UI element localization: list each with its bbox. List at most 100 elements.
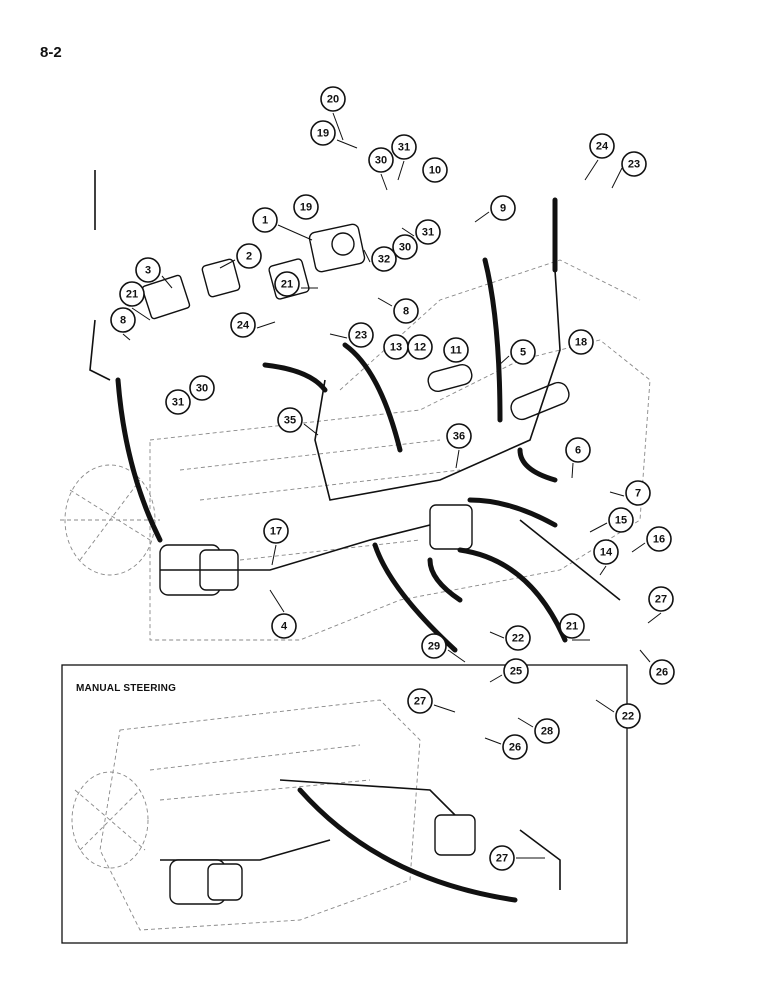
- callout-number: 31: [398, 142, 410, 154]
- callout-number: 23: [355, 330, 367, 342]
- callout-8: 8: [110, 307, 136, 341]
- callout-10: 10: [422, 157, 448, 183]
- callout-number: 20: [327, 94, 339, 106]
- callout-30: 30: [189, 375, 215, 401]
- callout-20: 20: [320, 86, 346, 141]
- callout-21: 21: [559, 613, 590, 641]
- callout-26: 26: [484, 734, 528, 760]
- callout-number: 15: [615, 515, 627, 527]
- callout-22: 22: [489, 625, 531, 651]
- callout-number: 5: [520, 347, 526, 359]
- callout-number: 19: [300, 202, 312, 214]
- callout-19: 19: [310, 120, 358, 149]
- callout-31: 31: [391, 134, 417, 181]
- callout-19: 19: [293, 194, 319, 220]
- callout-number: 31: [172, 397, 184, 409]
- callout-4: 4: [269, 589, 297, 639]
- inset-frame: [61, 664, 628, 944]
- pump-adapter: [141, 274, 191, 320]
- filter: [427, 363, 570, 421]
- callout-number: 19: [317, 128, 329, 140]
- callout-number: 14: [600, 547, 613, 559]
- callout-number: 16: [653, 534, 665, 546]
- callout-number: 8: [403, 306, 409, 318]
- callout-18: 18: [568, 329, 594, 355]
- callout-32: 32: [363, 246, 397, 272]
- callout-number: 13: [390, 342, 402, 354]
- callout-number: 4: [281, 621, 288, 633]
- callout-number: 17: [270, 526, 282, 538]
- callout-24: 24: [584, 133, 615, 181]
- callout-number: 27: [414, 696, 426, 708]
- callout-21: 21: [119, 281, 151, 321]
- callout-21: 21: [274, 271, 318, 297]
- callout-17: 17: [263, 518, 289, 566]
- callout-number: 2: [246, 251, 252, 263]
- inset-reservoir: [434, 814, 476, 856]
- inset-pump: [169, 859, 243, 905]
- callout-14: 14: [593, 539, 619, 576]
- callout-8: 8: [377, 297, 419, 324]
- callout-number: 18: [575, 337, 587, 349]
- callout-number: 7: [635, 488, 641, 500]
- callout-number: 26: [509, 742, 521, 754]
- callout-1: 1: [252, 207, 313, 241]
- callout-number: 21: [566, 621, 578, 633]
- callout-number: 26: [656, 667, 668, 679]
- callout-number: 30: [196, 383, 208, 395]
- callout-2: 2: [219, 243, 262, 269]
- callout-number: 25: [510, 666, 522, 678]
- reservoir: [429, 504, 473, 550]
- callout-number: 3: [145, 265, 151, 277]
- callout-number: 12: [414, 342, 426, 354]
- callout-22: 22: [595, 699, 641, 729]
- page-number: 8-2: [40, 44, 62, 61]
- callout-26: 26: [639, 649, 675, 685]
- callout-16: 16: [631, 526, 672, 553]
- callout-23: 23: [329, 322, 374, 348]
- callout-number: 30: [375, 155, 387, 167]
- callout-11: 11: [443, 337, 469, 363]
- callout-3: 3: [135, 257, 173, 289]
- callout-number: 9: [500, 203, 506, 215]
- callout-number: 21: [281, 279, 293, 291]
- callout-35: 35: [277, 407, 319, 436]
- callout-30: 30: [368, 147, 394, 191]
- callout-number: 22: [512, 633, 524, 645]
- callout-12: 12: [407, 334, 433, 360]
- callout-number: 28: [541, 726, 553, 738]
- callout-number: 22: [622, 711, 634, 723]
- callout-27: 27: [489, 845, 545, 871]
- callout-number: 10: [429, 165, 441, 177]
- callout-13: 13: [383, 334, 409, 360]
- callout-number: 36: [453, 431, 465, 443]
- callout-5: 5: [497, 339, 536, 367]
- callout-number: 30: [399, 242, 411, 254]
- callout-number: 11: [450, 345, 462, 357]
- callout-28: 28: [517, 717, 560, 744]
- engine-block-outline: [60, 259, 651, 641]
- pipe-lines: [89, 170, 621, 890]
- pump-assembly: [308, 223, 366, 273]
- callout-number: 6: [575, 445, 581, 457]
- callout-number: 23: [628, 159, 640, 171]
- inset-title: MANUAL STEERING: [76, 683, 177, 694]
- callout-6: 6: [565, 437, 591, 479]
- callout-number: 31: [422, 227, 434, 239]
- callout-24: 24: [230, 312, 276, 338]
- callout-number: 32: [378, 254, 390, 266]
- callout-7: 7: [609, 480, 651, 506]
- callout-31: 31: [401, 219, 441, 245]
- callout-number: 29: [428, 641, 440, 653]
- callout-23: 23: [611, 151, 647, 189]
- callout-29: 29: [421, 633, 466, 663]
- assembly-arrows: [115, 197, 568, 903]
- inset-engine-outline: [71, 699, 421, 931]
- callout-27: 27: [407, 688, 456, 714]
- callout-27: 27: [647, 586, 674, 624]
- callout-number: 27: [496, 853, 508, 865]
- callout-31: 31: [165, 389, 191, 415]
- callout-number: 24: [596, 141, 609, 153]
